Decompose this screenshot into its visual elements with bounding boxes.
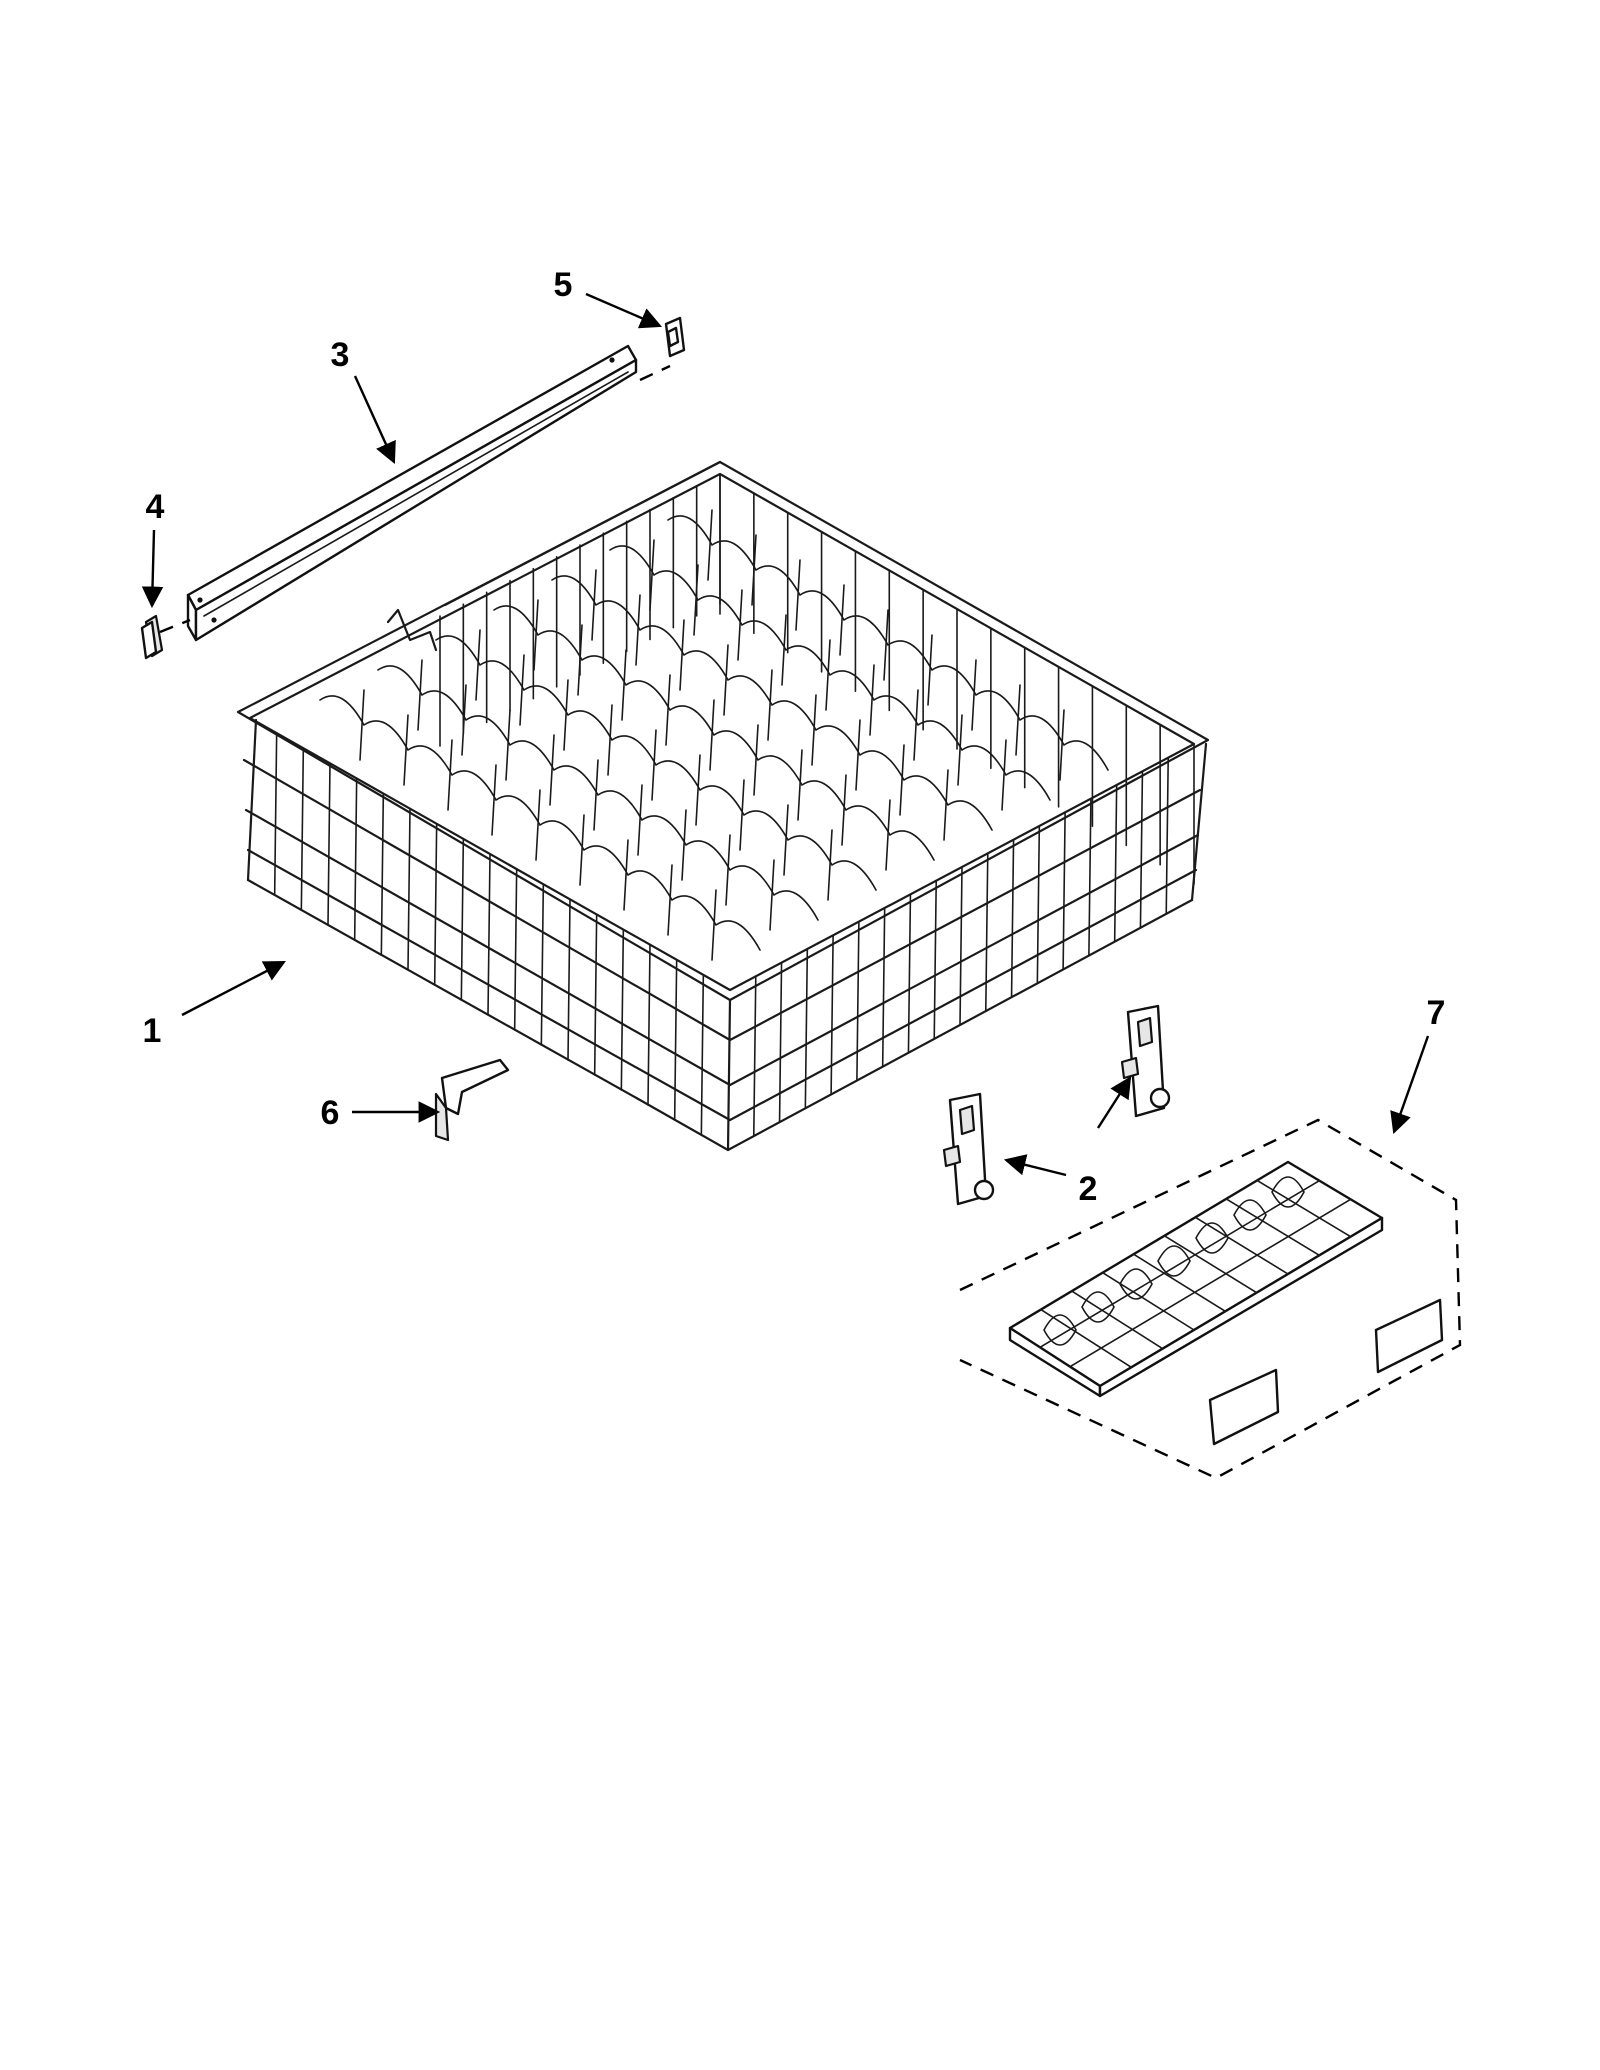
rack-adjuster-left: [942, 1092, 995, 1206]
rack-track: [159, 344, 671, 642]
rack-adjuster-right: [1120, 1004, 1171, 1118]
tray-kit: [959, 1118, 1462, 1480]
leader-lines: [141, 292, 1430, 1177]
track-stop-right: [664, 316, 686, 358]
callout-4: 4: [146, 488, 165, 526]
callout-7: 7: [1427, 994, 1446, 1032]
callout-3: 3: [331, 336, 350, 374]
rack-clip: [434, 1058, 510, 1142]
callout-1: 1: [143, 1012, 162, 1050]
callout-2: 2: [1079, 1170, 1098, 1208]
upper-dishrack: [236, 460, 1210, 1152]
callout-5: 5: [554, 266, 573, 304]
callout-6: 6: [321, 1094, 340, 1132]
end-cap-left: [140, 614, 164, 660]
